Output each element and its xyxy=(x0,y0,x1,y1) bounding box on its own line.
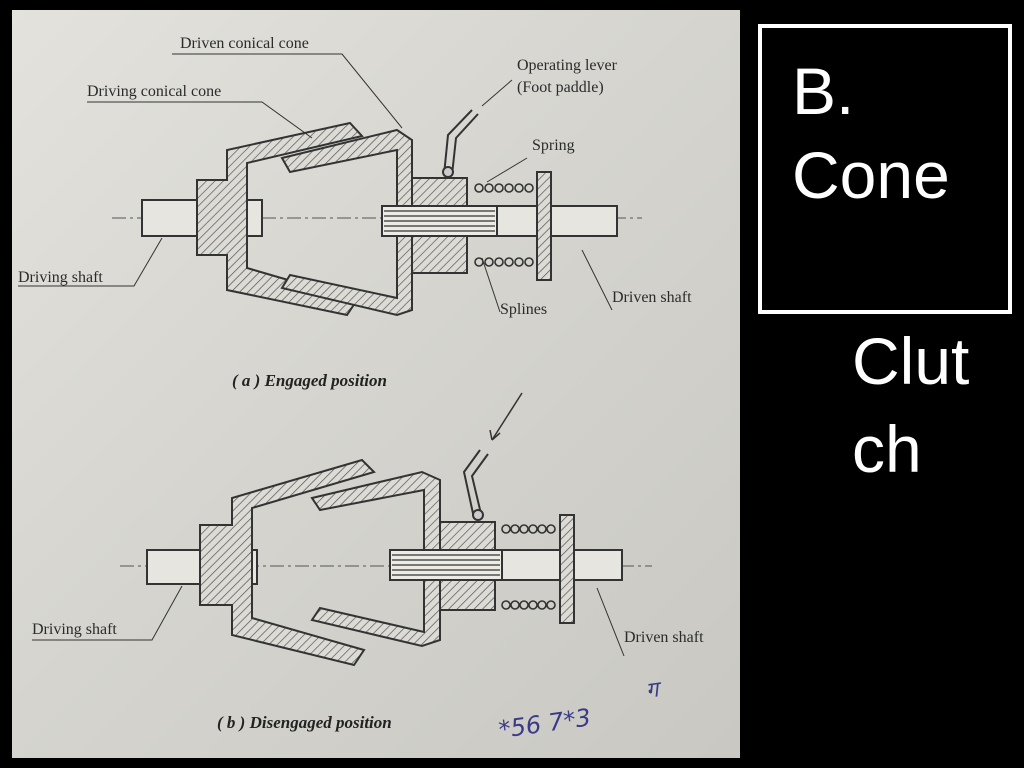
driven-flange xyxy=(536,171,552,281)
label-driving-shaft-a: Driving shaft xyxy=(18,269,103,286)
label-driven-cone: Driven conical cone xyxy=(180,35,309,52)
operating-lever xyxy=(462,392,523,521)
title-line-2: Cone xyxy=(792,138,950,212)
title-line-1: B. xyxy=(792,54,855,128)
label-driving-shaft-b: Driving shaft xyxy=(32,621,117,638)
spring xyxy=(501,524,556,610)
driving-cone xyxy=(199,458,376,667)
leader-lines xyxy=(32,585,625,657)
cone-clutch-diagram: Driven conical cone Driving conical cone… xyxy=(18,35,704,744)
label-foot-paddle: (Foot paddle) xyxy=(517,79,604,96)
handwritten-symbol: ग xyxy=(644,677,664,704)
caption-disengaged: ( b ) Disengaged position xyxy=(217,713,392,732)
leader-lines xyxy=(18,53,613,313)
label-driven-shaft-a: Driven shaft xyxy=(612,289,692,306)
label-driven-shaft-b: Driven shaft xyxy=(624,629,704,646)
driving-cone xyxy=(196,121,364,317)
title-line-3: Clut xyxy=(852,324,970,398)
operating-lever xyxy=(442,109,479,178)
driven-flange xyxy=(559,514,575,624)
handwritten-note: *56 7*3 xyxy=(497,703,593,744)
label-spring: Spring xyxy=(532,137,575,154)
driven-shaft xyxy=(496,205,618,237)
textbook-photo: Driven conical cone Driving conical cone… xyxy=(12,10,740,758)
title-line-4: ch xyxy=(852,412,922,486)
title-box: B. Cone xyxy=(758,24,1012,314)
label-driving-cone: Driving conical cone xyxy=(87,83,221,100)
driven-cone xyxy=(310,470,468,648)
label-splines: Splines xyxy=(500,301,547,318)
splines xyxy=(389,549,503,581)
splines xyxy=(381,205,498,237)
disengaged-diagram: Driving shaft Driven shaft ( b ) Disenga… xyxy=(32,392,704,732)
label-operating-lever: Operating lever xyxy=(517,57,618,74)
caption-engaged: ( a ) Engaged position xyxy=(232,371,387,390)
driven-cone xyxy=(280,128,438,317)
engaged-diagram: Driven conical cone Driving conical cone… xyxy=(18,35,692,390)
